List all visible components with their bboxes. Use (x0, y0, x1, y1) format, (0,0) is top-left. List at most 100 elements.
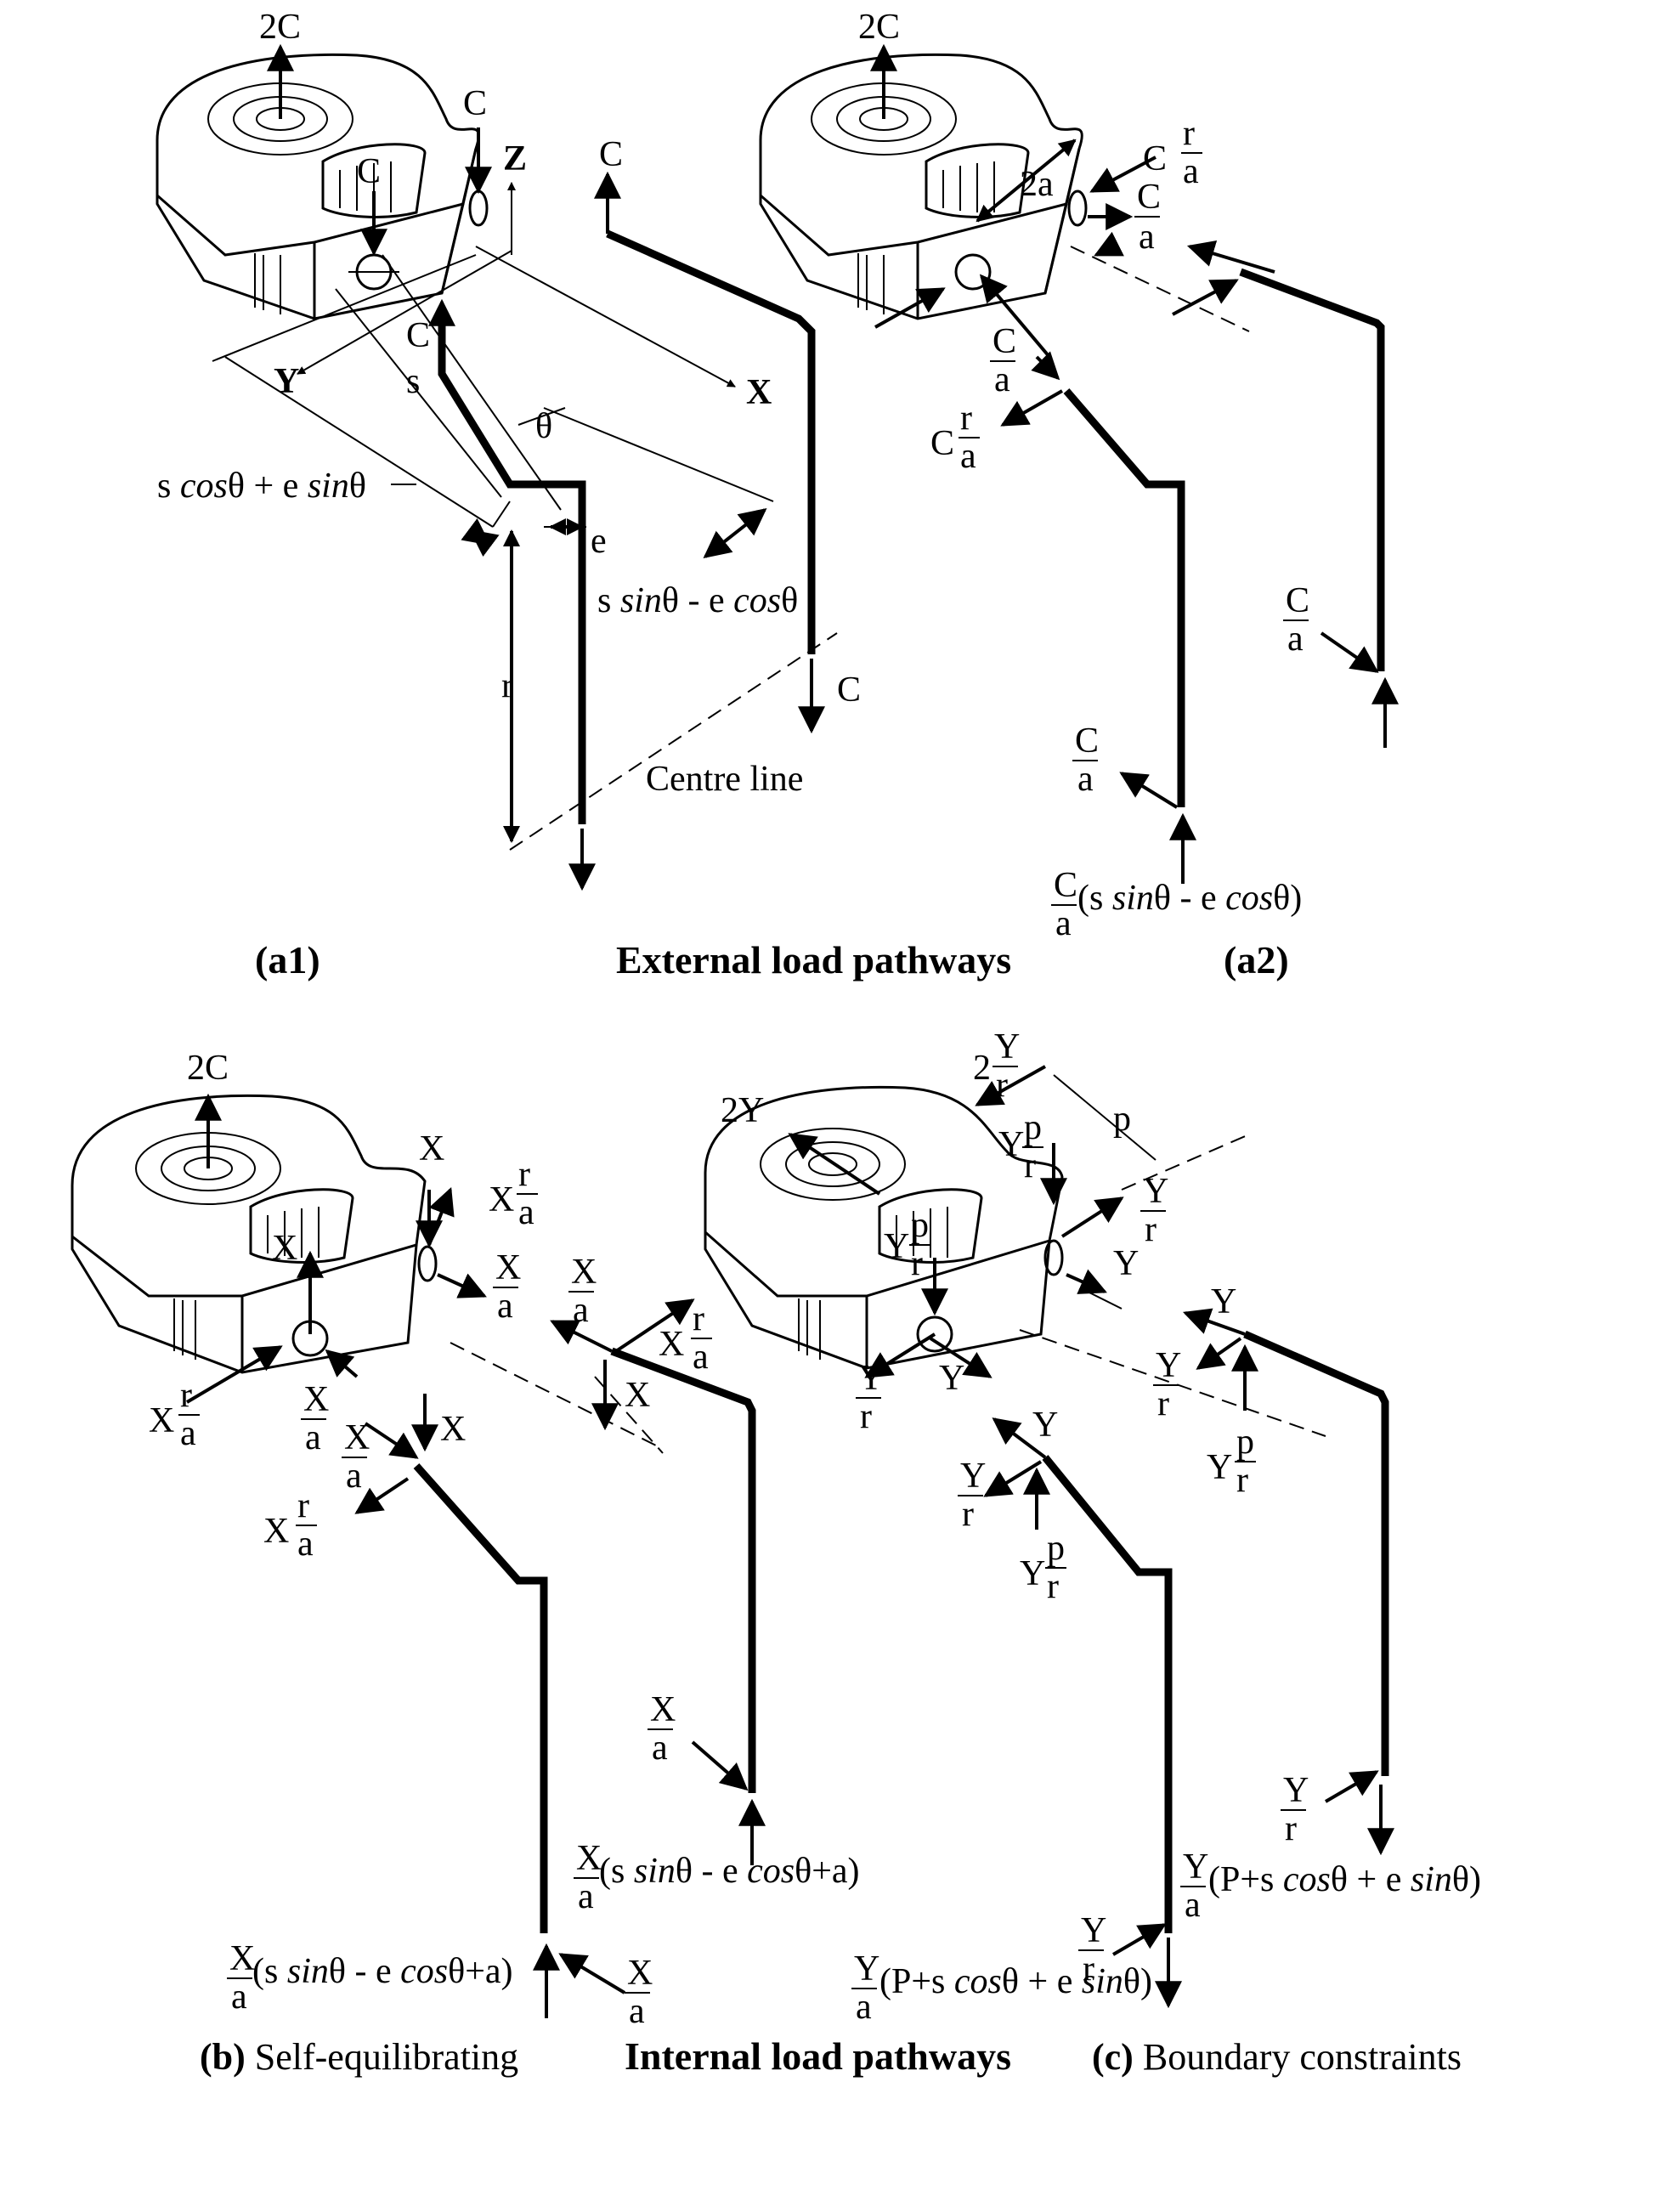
svg-text:r: r (962, 1495, 974, 1534)
svg-text:r: r (996, 1066, 1008, 1105)
svg-text:X: X (659, 1325, 684, 1364)
svg-text:C: C (993, 322, 1016, 361)
svg-text:a: a (578, 1877, 594, 1916)
force-c-label-bolt: C (357, 152, 381, 191)
svg-text:Y: Y (1143, 1172, 1168, 1211)
svg-text:a: a (1183, 152, 1199, 191)
svg-text:r: r (1183, 114, 1195, 153)
svg-text:a: a (1077, 760, 1094, 799)
dim-r-label: r (501, 666, 513, 705)
svg-text:a: a (693, 1338, 709, 1377)
svg-text:a: a (573, 1291, 589, 1330)
svg-text:a: a (652, 1728, 668, 1768)
svg-text:r: r (1047, 1567, 1059, 1606)
svg-text:X: X (571, 1253, 597, 1292)
svg-text:a: a (994, 360, 1010, 399)
svg-text:Y: Y (1113, 1244, 1139, 1283)
expr-sin-label: s sinθ - e cosθ (597, 581, 798, 620)
svg-text:a: a (1287, 619, 1304, 659)
svg-text:C: C (1075, 721, 1099, 761)
svg-text:a: a (1055, 904, 1072, 943)
expr-cos-label: s cosθ + e sinθ (157, 467, 366, 506)
svg-text:X: X (576, 1839, 602, 1878)
svg-text:p: p (1024, 1108, 1042, 1147)
bracket-body-a1 (156, 53, 489, 320)
svg-text:r: r (1024, 1146, 1036, 1185)
axis-x-arrow (475, 246, 736, 388)
panel-b: 2C X X r a X a X X r a X a X X a X r a (71, 1049, 860, 2078)
svg-text:r: r (1145, 1210, 1157, 1249)
pipe-path-a2-left (1063, 388, 1185, 807)
dim-s-line (335, 288, 502, 498)
svg-text:X: X (263, 1512, 289, 1551)
caption-a1: (a1) (255, 938, 320, 982)
svg-text:Y: Y (1211, 1282, 1236, 1321)
svg-text:Y: Y (1156, 1346, 1181, 1385)
svg-text:Y: Y (960, 1457, 986, 1496)
pipe-path-a1-upper (606, 229, 816, 654)
svg-text:a: a (1185, 1886, 1201, 1925)
force-c-label-right: C (463, 84, 487, 123)
svg-text:a: a (305, 1418, 321, 1457)
svg-text:r: r (693, 1299, 704, 1338)
svg-text:r: r (1157, 1384, 1169, 1423)
svg-text:Y: Y (1207, 1448, 1232, 1487)
force-c-label-pipe: C (406, 316, 430, 355)
svg-text:Y: Y (884, 1227, 909, 1266)
tail-expr-c-upper: (P+s cosθ + e sinθ) (1208, 1860, 1481, 1899)
svg-text:a: a (297, 1525, 314, 1564)
svg-text:Y: Y (994, 1027, 1020, 1066)
svg-text:a: a (856, 1988, 872, 2027)
tail-expr-b-upper: (s sinθ - e cosθ+a) (599, 1852, 860, 1891)
svg-text:Y: Y (1081, 1911, 1106, 1950)
tail-expr-c-lower: (P+s cosθ + e sinθ) (879, 1962, 1152, 2001)
svg-text:p: p (1047, 1529, 1065, 1568)
force-2c-label-a2: 2C (858, 8, 900, 47)
panel-c: 2Y 2 Y r p Y p r Y r Y Y p r Y Y r Y (704, 1027, 1481, 2078)
svg-text:Y: Y (1283, 1771, 1309, 1810)
svg-text:X: X (495, 1248, 521, 1287)
force-c-label-a2-1: C (1143, 139, 1167, 178)
svg-text:C: C (1137, 178, 1161, 217)
svg-text:r: r (860, 1397, 872, 1436)
dim-s-label: s (406, 362, 420, 401)
svg-text:2Y: 2Y (721, 1091, 764, 1130)
force-2c-label-b: 2C (187, 1049, 229, 1088)
svg-text:X: X (149, 1401, 174, 1440)
svg-text:Y: Y (939, 1359, 964, 1398)
force-c-label-upper: C (599, 135, 623, 174)
panel-a1: 2C C C Z Y X C s θ s cosθ + e sinθ s sin… (156, 8, 861, 982)
svg-text:Y: Y (1183, 1847, 1208, 1887)
svg-text:a: a (497, 1287, 513, 1326)
svg-text:X: X (627, 1954, 653, 1993)
caption-b: (b) Self-equilibrating (200, 2036, 518, 2078)
svg-text:r: r (960, 399, 972, 438)
svg-text:X: X (489, 1180, 514, 1219)
title-internal: Internal load pathways (625, 2034, 1011, 2078)
svg-text:X: X (344, 1418, 370, 1457)
pipe-path-b-right (610, 1347, 756, 1793)
axis-y-label: Y (274, 362, 299, 401)
pipe-path-c-left (1042, 1455, 1173, 1933)
svg-text:a: a (1139, 218, 1155, 257)
svg-text:a: a (960, 437, 976, 476)
svg-text:r: r (180, 1376, 192, 1415)
pipe-path-a1 (438, 319, 586, 824)
svg-text:C: C (1286, 581, 1309, 620)
centre-line-label: Centre line (646, 760, 803, 799)
title-external: External load pathways (616, 938, 1011, 982)
svg-text:p: p (1236, 1423, 1254, 1462)
force-c-label-a2-2: C (930, 424, 954, 463)
svg-text:p: p (911, 1206, 929, 1245)
axis-y-arrow (297, 250, 512, 375)
axis-z-label: Z (503, 139, 527, 178)
svg-text:a: a (180, 1414, 196, 1453)
caption-a2: (a2) (1224, 938, 1289, 982)
tail-expr-a2: (s sinθ - e cosθ) (1077, 879, 1302, 918)
force-2c-label: 2C (259, 8, 301, 47)
axis-x-label: X (746, 373, 772, 412)
centre-line (509, 632, 838, 851)
svg-text:X: X (229, 1939, 255, 1978)
